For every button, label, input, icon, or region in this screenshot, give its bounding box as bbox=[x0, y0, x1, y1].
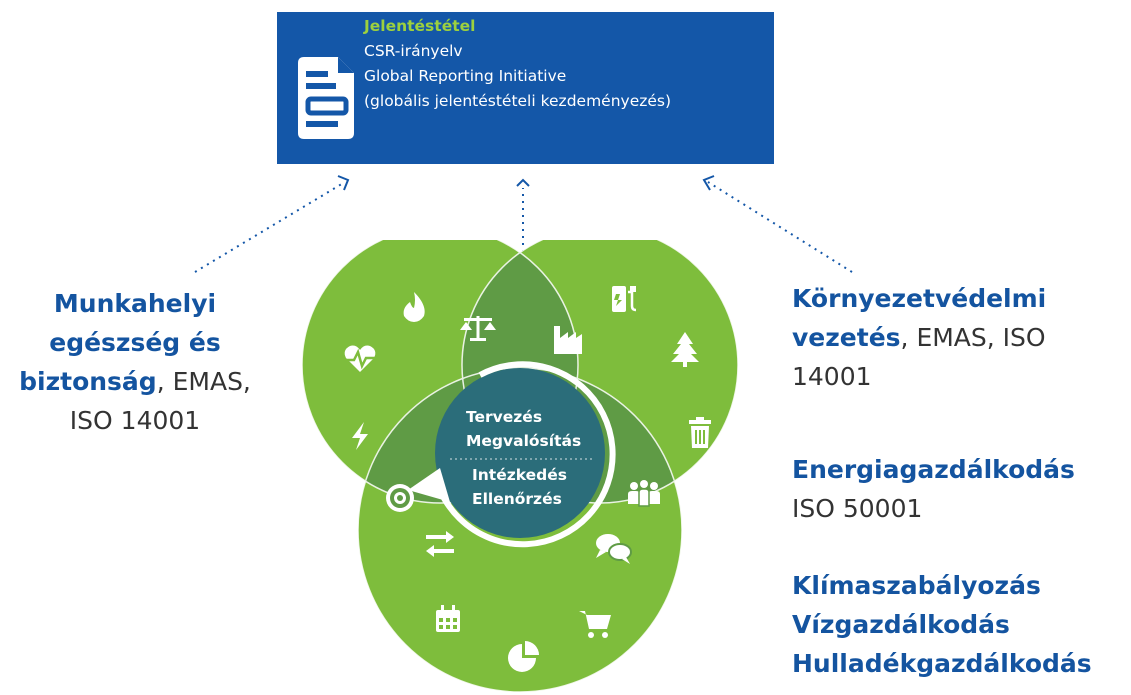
health-line-2: egészség és bbox=[49, 328, 221, 357]
target-icon bbox=[386, 484, 414, 512]
env-rest: , EMAS, ISO bbox=[900, 323, 1046, 352]
arrow-left bbox=[194, 181, 346, 273]
calendar-icon bbox=[436, 605, 460, 632]
topics-text: Klímaszabályozás Vízgazdálkodás Hulladék… bbox=[792, 566, 1092, 683]
topic-water: Vízgazdálkodás bbox=[792, 610, 1010, 639]
cycle-step-do: Megvalósítás bbox=[466, 432, 582, 450]
cycle-step-plan: Tervezés bbox=[466, 408, 543, 426]
health-line-3: biztonság, EMAS, bbox=[4, 362, 266, 401]
health-rest: , EMAS, bbox=[156, 367, 251, 396]
reporting-line-csr: CSR-irányelv bbox=[364, 42, 463, 60]
environment-text: Környezetvédelmi vezetés, EMAS, ISO 1400… bbox=[792, 279, 1046, 396]
health-line-1: Munkahelyi bbox=[53, 289, 217, 318]
cycle-arrowhead bbox=[408, 468, 450, 502]
reporting-line-gri-hu: (globális jelentéstételi kezdeményezés) bbox=[364, 92, 672, 110]
people-icon bbox=[628, 480, 660, 507]
ev-charger-icon bbox=[612, 286, 637, 312]
lightning-icon bbox=[352, 422, 368, 450]
reporting-box bbox=[277, 12, 774, 164]
health-bold: biztonság bbox=[19, 367, 157, 396]
reporting-line-gri: Global Reporting Initiative bbox=[364, 67, 567, 85]
fire-icon bbox=[403, 292, 425, 322]
chat-icon bbox=[596, 534, 632, 564]
heart-pulse-icon bbox=[344, 345, 376, 372]
energy-std: ISO 50001 bbox=[792, 494, 923, 523]
arrow-right bbox=[707, 181, 853, 273]
venn-diagram bbox=[301, 240, 739, 693]
energy-text: Energiagazdálkodás ISO 50001 bbox=[792, 450, 1075, 528]
health-safety-text: Munkahelyi egészség és biztonság, EMAS, … bbox=[4, 284, 266, 440]
exchange-icon bbox=[426, 531, 454, 557]
env-bold: vezetés bbox=[792, 323, 901, 352]
document-icon bbox=[298, 57, 354, 139]
arrowhead-left bbox=[337, 175, 350, 191]
env-line-2: vezetés, EMAS, ISO bbox=[792, 318, 1046, 357]
cart-icon bbox=[579, 611, 611, 638]
arrowhead-center bbox=[516, 178, 530, 187]
factory-icon bbox=[554, 326, 582, 354]
tree-icon bbox=[671, 332, 699, 367]
cycle-step-check: Ellenőrzés bbox=[472, 490, 562, 508]
reporting-title: Jelentéstétel bbox=[364, 17, 476, 35]
env-line-1: Környezetvédelmi bbox=[792, 284, 1047, 313]
cycle-step-act: Intézkedés bbox=[472, 466, 567, 484]
reporting-text: Jelentéstétel CSR-irányelv Global Report… bbox=[364, 14, 671, 114]
trash-icon bbox=[689, 417, 711, 448]
pie-chart-icon bbox=[508, 641, 539, 672]
energy-title: Energiagazdálkodás bbox=[792, 455, 1075, 484]
cycle-arrow bbox=[437, 361, 616, 548]
arrowhead-right bbox=[702, 175, 715, 191]
topic-waste: Hulladékgazdálkodás bbox=[792, 649, 1092, 678]
scales-icon bbox=[460, 316, 496, 341]
topic-climate: Klímaszabályozás bbox=[792, 571, 1041, 600]
health-line-4: ISO 14001 bbox=[69, 406, 201, 435]
cycle-center bbox=[435, 368, 605, 538]
env-line-3: 14001 bbox=[792, 362, 872, 391]
